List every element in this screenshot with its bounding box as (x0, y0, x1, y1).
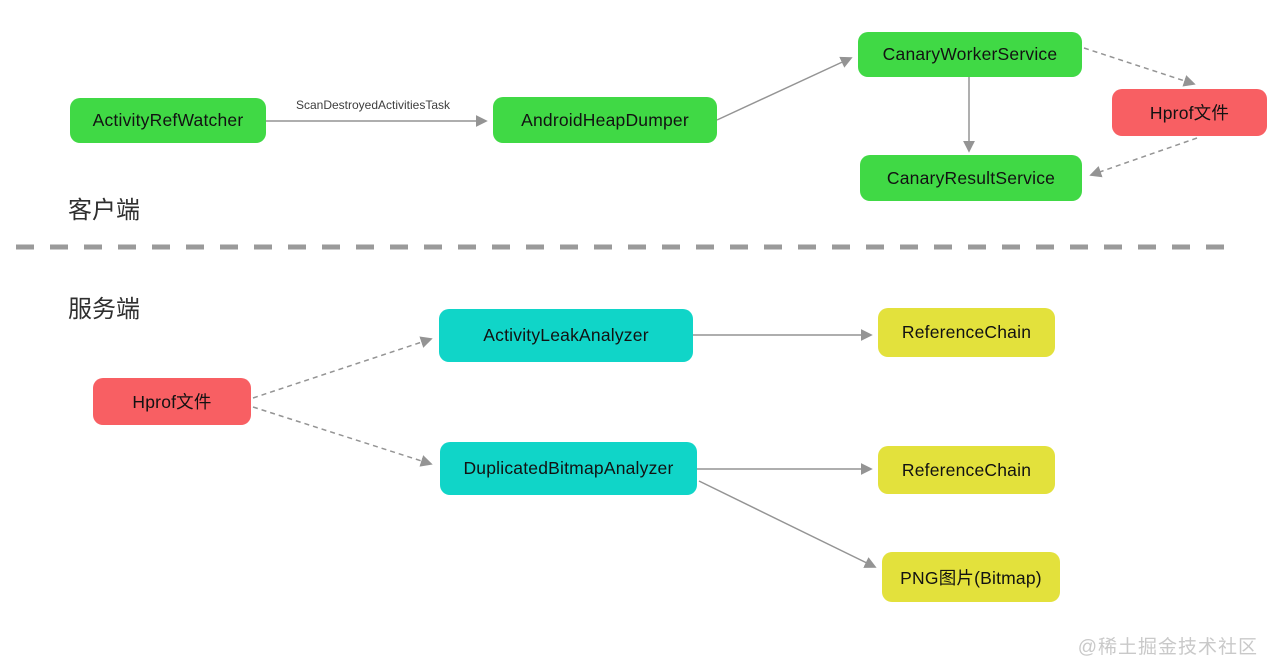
node-activity-leak-analyzer: ActivityLeakAnalyzer (439, 309, 693, 362)
node-reference-chain-top: ReferenceChain (878, 308, 1055, 357)
node-hprof-file-server: Hprof文件 (93, 378, 251, 425)
node-reference-chain-bottom: ReferenceChain (878, 446, 1055, 494)
section-label-server: 服务端 (68, 296, 140, 323)
edge-label-scan-task: ScanDestroyedActivitiesTask (295, 98, 451, 112)
node-activity-ref-watcher: ActivityRefWatcher (70, 98, 266, 143)
node-hprof-file-client: Hprof文件 (1112, 89, 1267, 136)
edge-hprof-to-resultservice (1089, 137, 1198, 178)
node-android-heap-dumper: AndroidHeapDumper (493, 97, 717, 143)
edge-workerservice-to-hprof (1083, 47, 1196, 87)
edge-hprof-to-bitmapanalyzer (252, 406, 433, 467)
edge-heapdumper-to-workerservice (716, 56, 853, 121)
node-png-bitmap: PNG图片(Bitmap) (882, 552, 1060, 602)
edge-bitmapanalyzer-to-pngbitmap (698, 480, 877, 568)
node-duplicated-bitmap-analyzer: DuplicatedBitmapAnalyzer (440, 442, 697, 495)
section-label-client: 客户端 (68, 197, 140, 224)
edge-hprof-to-leakanalyzer (252, 336, 433, 399)
watermark: @稀土掘金技术社区 (1077, 637, 1258, 658)
node-canary-worker-service: CanaryWorkerService (858, 32, 1082, 77)
node-canary-result-service: CanaryResultService (860, 155, 1082, 201)
